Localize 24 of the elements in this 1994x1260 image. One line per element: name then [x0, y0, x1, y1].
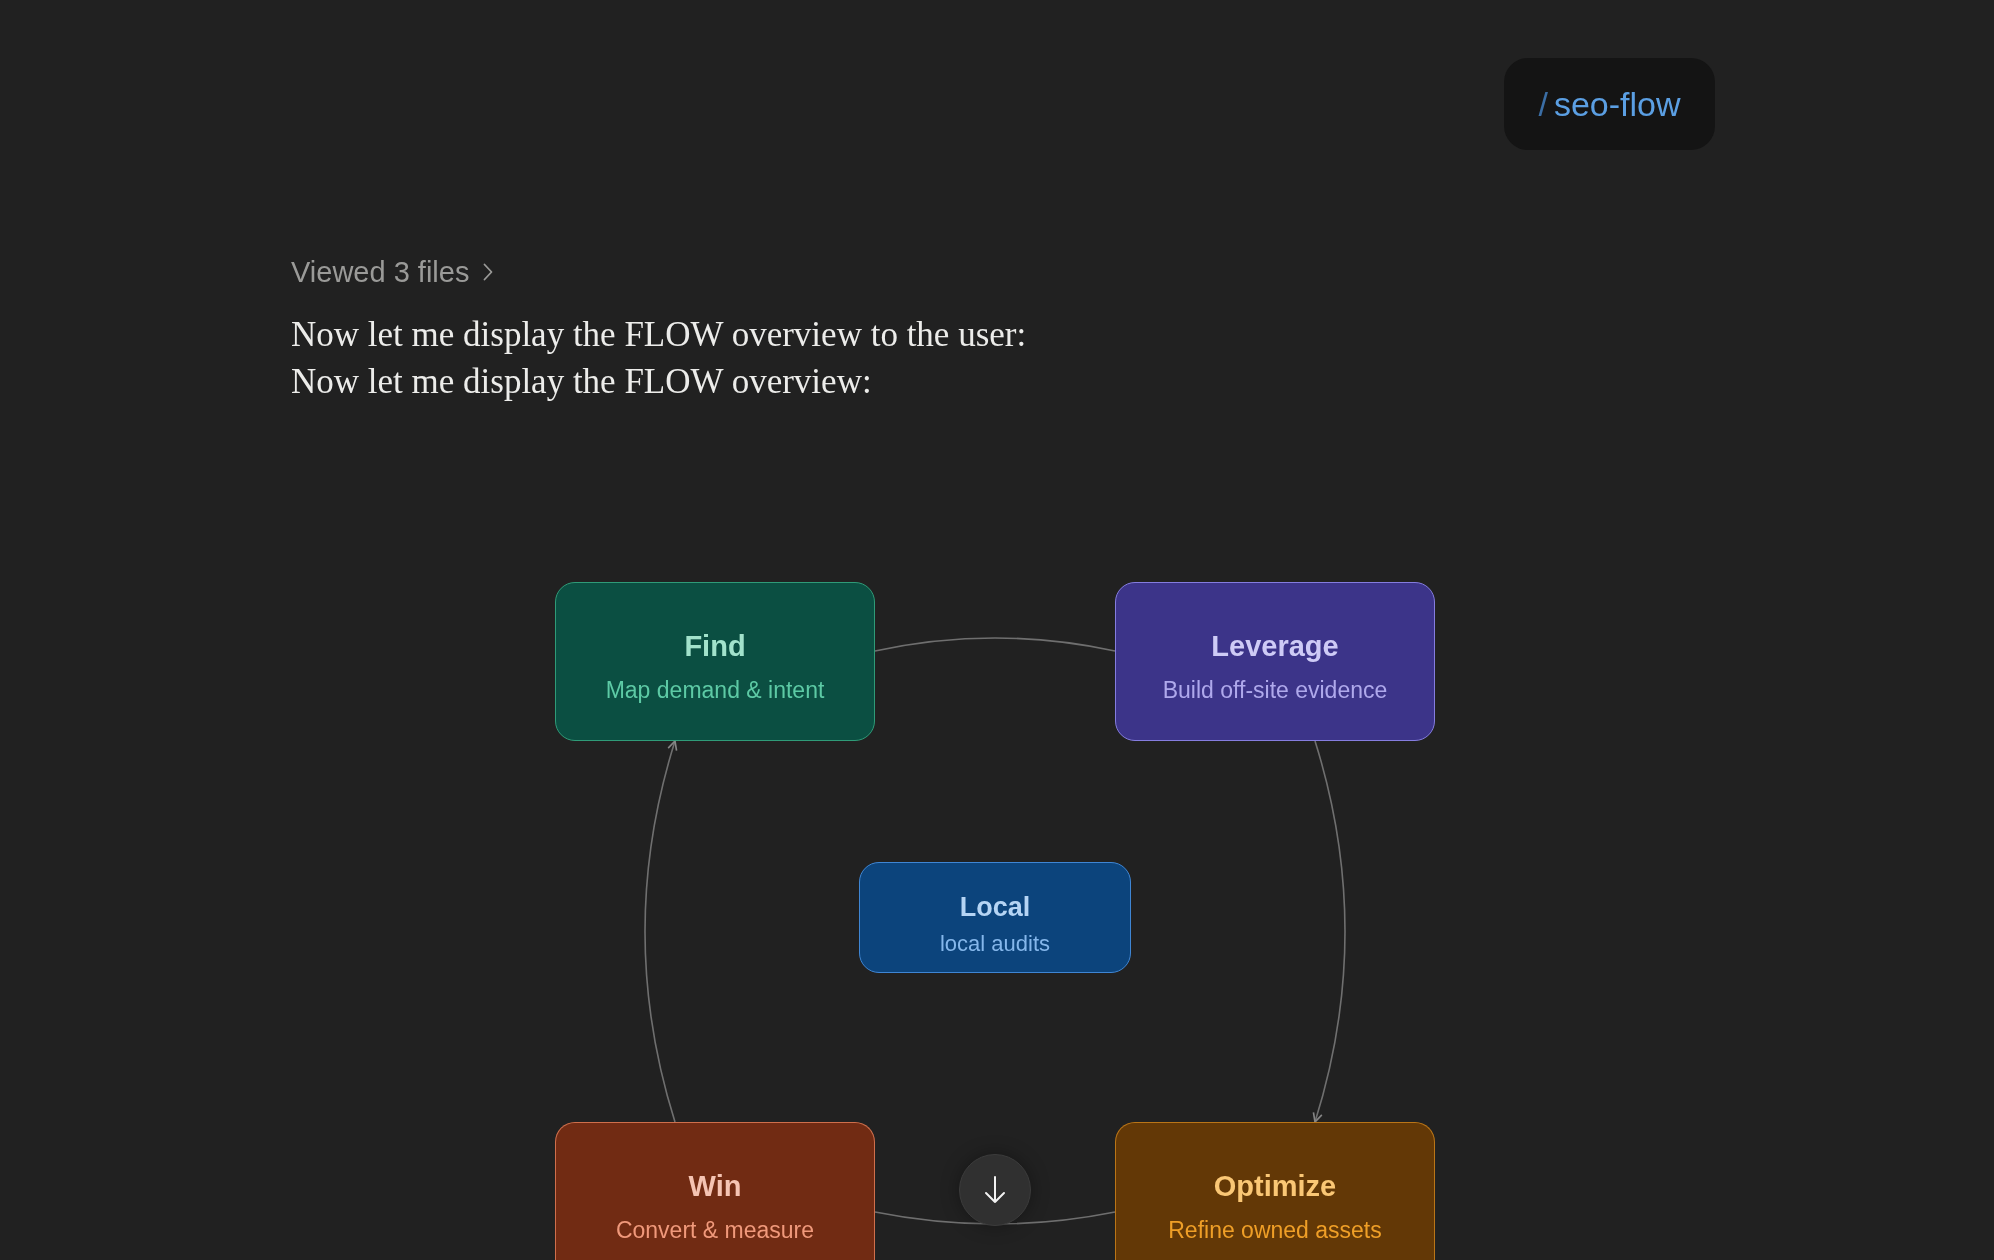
message-text: Now let me display the FLOW overview to the user:	[291, 314, 1027, 356]
stage-title: Leverage	[1211, 629, 1339, 664]
connector-arrow	[1312, 740, 1346, 1123]
stage-description: local audits	[939, 930, 1051, 958]
stage-title: Optimize	[1213, 1169, 1337, 1204]
command-prefix: /	[1538, 84, 1548, 124]
stage-title: Find	[684, 629, 746, 664]
connector-line	[874, 637, 1116, 652]
stage-description: Map demand & intent	[605, 676, 825, 705]
stage-title: Win	[688, 1169, 742, 1204]
connector-line	[874, 1211, 1116, 1225]
stage-description: Build off-site evidence	[1162, 676, 1388, 705]
stage-card	[1115, 582, 1435, 741]
stage-title: Local	[959, 891, 1031, 924]
stage-description: Refine owned assets	[1168, 1216, 1382, 1245]
status-text: Viewed 3 files	[291, 255, 470, 289]
stage-card	[1115, 1122, 1435, 1260]
connector-arrow	[644, 740, 678, 1123]
stage-card	[555, 582, 875, 741]
message-text: Now let me display the FLOW overview:	[291, 361, 873, 403]
stage-card	[555, 1122, 875, 1260]
stage-description: Convert & measure	[615, 1216, 815, 1245]
stage-card	[859, 862, 1131, 973]
command-name: seo-flow	[1553, 84, 1681, 124]
